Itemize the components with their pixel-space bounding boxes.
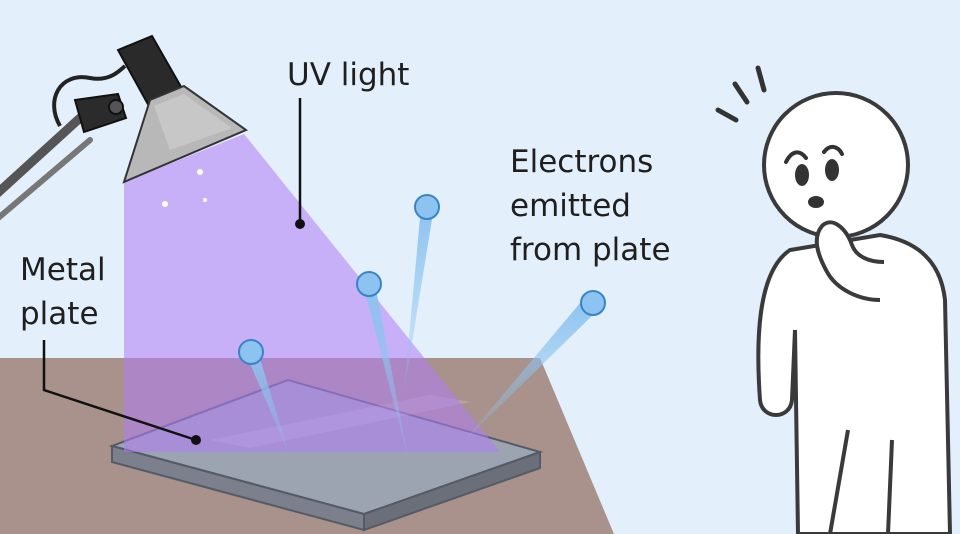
label-pointers — [42, 98, 305, 445]
surprised-person-icon — [715, 65, 953, 534]
desk-lamp-icon — [0, 34, 249, 221]
metal-plate-pointer — [42, 340, 197, 442]
electrons-label-line-3: from plate — [510, 232, 671, 268]
electron-icon — [404, 194, 440, 392]
uv-light-beam — [124, 134, 500, 452]
electrons-label-line-2: emitted — [510, 188, 631, 224]
electrons — [238, 194, 606, 462]
electron-icon — [465, 290, 606, 440]
electrons-label-line-1: Electrons — [510, 144, 654, 180]
plate-front-right — [363, 450, 541, 532]
electrons-label: Electrons emitted from plate — [510, 140, 671, 272]
uv-light-label: UV light — [287, 57, 410, 93]
electron-icon — [238, 339, 289, 454]
metal-plate-label: Metal plate — [20, 248, 106, 336]
electron-icon — [356, 271, 409, 462]
metal-plate-label-line-2: plate — [20, 296, 99, 332]
metal-plate-label-line-1: Metal — [20, 252, 106, 288]
